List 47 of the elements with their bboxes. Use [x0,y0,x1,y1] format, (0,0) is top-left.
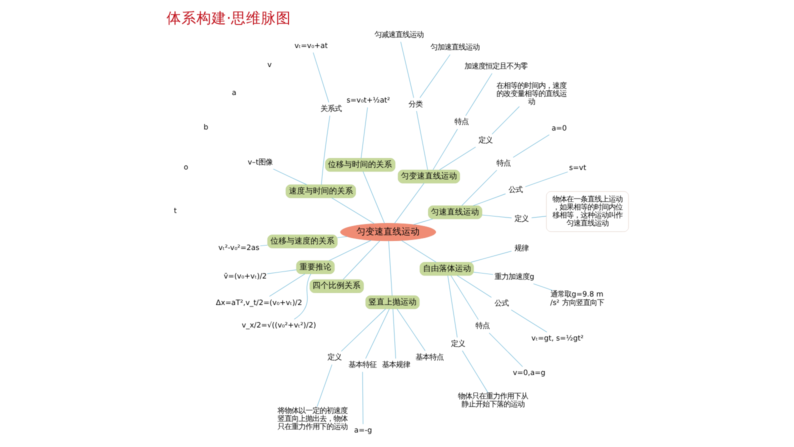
connector [416,110,428,170]
node-ellipse: 匀变速直线运动 [340,223,436,242]
connector [388,240,392,296]
connector [470,250,512,263]
connector [266,270,297,274]
connector [472,194,506,206]
connector [531,216,547,218]
connector [340,308,386,352]
connector [400,42,414,98]
connector [510,310,548,332]
connector [401,240,436,263]
connector [312,52,330,103]
connector [525,172,568,188]
connector [342,240,380,280]
connector [360,107,368,159]
connector [392,308,396,359]
connector [447,275,458,338]
connector [331,198,374,224]
connector [362,171,385,224]
connector [439,146,476,170]
connector [316,364,332,408]
diagram-title: 体系构建·思维脉图 [166,10,292,27]
connector [396,308,426,352]
connector [465,73,492,116]
connector [269,274,306,297]
connector [413,218,434,225]
connector [473,272,494,275]
connector [394,182,424,224]
connector [482,214,512,218]
connector [294,274,312,320]
connector [450,275,479,320]
connector [456,275,492,298]
connector [260,244,268,246]
connector [432,128,458,170]
connector [362,372,364,424]
connector [492,106,520,134]
connector [462,350,488,393]
connector [273,168,308,185]
connector [337,236,348,238]
connector [420,54,450,98]
connector [533,283,554,291]
connector [328,240,372,261]
connector [461,170,498,206]
connector [321,115,330,185]
connector [365,308,390,359]
connector [512,134,550,158]
connector [488,332,523,367]
